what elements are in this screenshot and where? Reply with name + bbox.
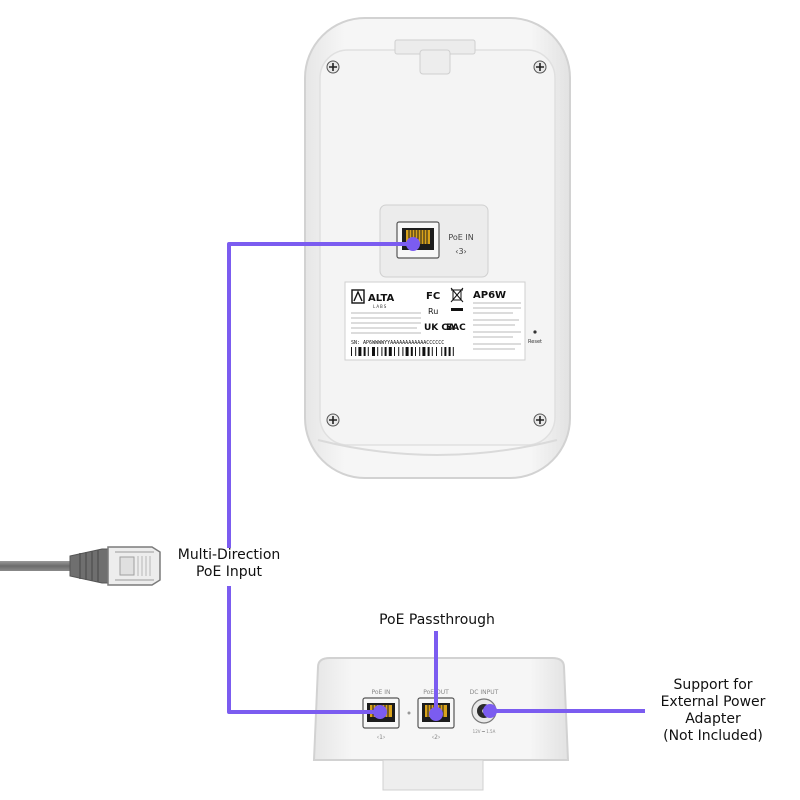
callout-external-power-line-1: Support for [673,677,753,693]
barcode-bar [355,347,357,356]
barcode-bar [388,347,392,356]
barcode-bar [436,347,437,356]
device-back-bottom-lip [317,439,558,456]
barcode-bar [431,347,433,356]
callout-multi-direction: Multi-Direction PoE Input [164,547,294,581]
callout-passthrough-line-1: PoE Passthrough [379,612,495,628]
ethernet-port-icon [396,221,440,259]
barcode-bar [384,347,387,356]
reset-hole [533,330,537,334]
brand-logo: ALTA LABS [351,289,395,309]
cable-boot [69,548,111,584]
barcode-bar [363,347,366,356]
rohs-mark: Ru [428,307,438,316]
bottom-port-label-1: PoE IN [371,689,390,696]
barcode-bar [351,347,352,356]
callout-passthrough: PoE Passthrough [357,612,517,629]
callout-external-power-line-3: Adapter [685,711,741,727]
rj45-plug-icon [107,546,161,586]
reset-label: Reset [528,339,542,345]
barcode-bar [410,347,413,356]
bottom-port-number-2: ‹2› [432,734,441,741]
device-back: PoE IN ‹3› ALTA LABS FC Ru UK CA EAC AP6… [304,17,571,479]
eac-mark: EAC [446,323,466,333]
barcode-bar [405,347,409,356]
endpoint-passthrough [429,707,443,721]
barcode-bar [394,347,395,356]
callout-external-power-line-2: External Power [660,694,766,710]
barcode-bar [377,347,379,356]
barcode-bar [444,347,447,356]
callout-multi-direction-line-1: Multi-Direction [177,547,281,563]
model-name: AP6W [473,290,506,301]
ce-bar [451,308,463,311]
device-bottom-mount [382,759,484,791]
line-bottom-poe-in [227,586,380,714]
barcode-bar [402,347,404,356]
screw-icon [533,413,547,427]
callout-multi-direction-line-2: PoE Input [195,564,263,580]
barcode [351,347,454,356]
callout-external-power-line-4: (Not Included) [663,728,763,744]
label-fine-print [351,302,521,350]
bottom-port-label-3: DC INPUT [470,689,499,696]
callout-external-power: Support for External Power Adapter (Not … [648,677,778,745]
barcode-bar [422,347,426,356]
bottom-port-number-3: 12V ⎓ 1.5A [473,729,496,734]
barcode-bar [419,347,421,356]
barcode-bar [367,347,369,356]
barcode-bar [358,347,362,356]
screw-icon [533,60,547,74]
serial-number: SN: AP6WWWWYYAAAAAAAAAAAACCCCCC [351,340,444,346]
barcode-bar [372,347,375,356]
barcode-bar [452,347,454,356]
fcc-mark: FC [426,291,440,302]
barcode-bar [381,347,383,356]
brand-sub: LABS [373,304,387,309]
device-back-top-tab [419,49,451,75]
screw-icon [326,413,340,427]
device-bottom: PoE IN PoE OUT DC INPUT ‹1› ‹2› 12V ⎓ 1.… [312,657,570,791]
bottom-port-number-1: ‹1› [377,734,386,741]
barcode-bar [427,347,430,356]
port-divider-dot [407,711,411,715]
line-back-poe-in [227,242,413,548]
endpoint-back-poe-in [406,237,420,251]
connection-lines [227,242,645,714]
barcode-bar [398,347,400,356]
endpoint-bottom-poe-in [373,705,387,719]
ukca-mark: UK CA [424,323,455,333]
barcode-bar [415,347,416,356]
back-port-label: PoE IN [448,233,473,242]
back-port-number: ‹3› [455,247,467,256]
ethernet-cable [0,548,111,584]
cable-jacket [0,561,78,571]
weee-bin-icon [450,287,464,303]
barcode-bar [441,347,443,356]
barcode-bar [448,347,451,356]
brand-name: ALTA [368,293,395,304]
connection-endpoints [373,237,497,721]
screw-icon [326,60,340,74]
cable-boot-ridges [79,550,99,582]
endpoint-dc-input [483,704,497,718]
